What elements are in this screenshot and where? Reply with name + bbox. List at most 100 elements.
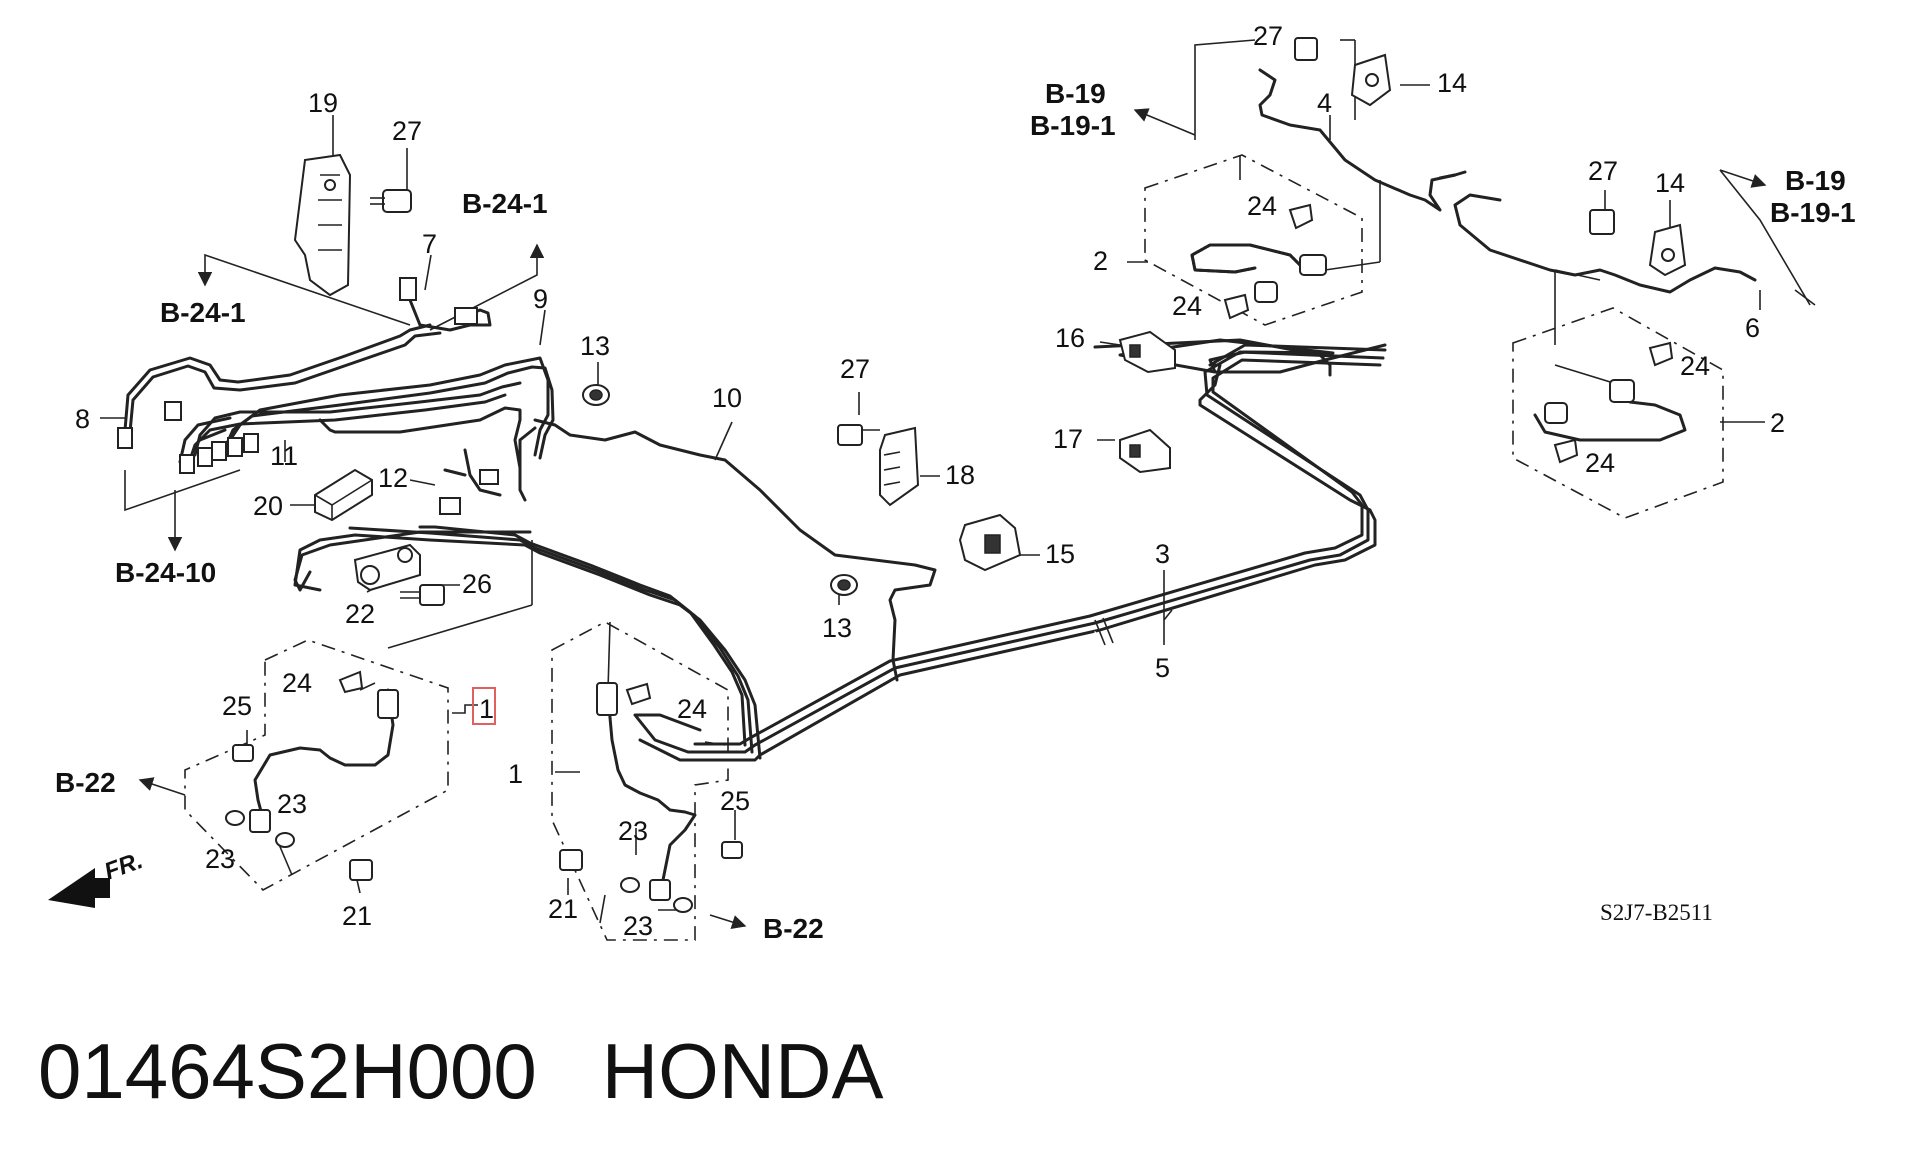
leader-lines xyxy=(100,39,1765,924)
brake-line-4-end xyxy=(1438,170,1467,180)
callout-22: 22 xyxy=(345,599,375,629)
callout-labels: 19 27 7 9 13 8 11 12 20 10 26 22 13 27 1… xyxy=(75,21,1785,941)
callout-18: 18 xyxy=(945,460,975,490)
callout-1: 1 xyxy=(479,694,494,724)
callout-24: 24 xyxy=(1585,448,1615,478)
ref-b22-right: B-22 xyxy=(763,913,824,944)
callout-23: 23 xyxy=(205,844,235,874)
callout-9: 9 xyxy=(533,284,548,314)
part-bracket-19 xyxy=(293,153,352,297)
clip-16 xyxy=(1118,330,1176,374)
brake-line-12 xyxy=(293,530,532,592)
callout-27: 27 xyxy=(1588,156,1618,186)
callout-23: 23 xyxy=(618,816,648,846)
callout-25: 25 xyxy=(222,691,252,721)
callout-5: 5 xyxy=(1155,653,1170,683)
brake-line-10-joint xyxy=(518,426,537,502)
callout-6: 6 xyxy=(1745,313,1760,343)
callout-11: 11 xyxy=(270,441,298,471)
reference-lines xyxy=(124,39,1816,929)
callout-24: 24 xyxy=(1247,191,1277,221)
clamp-14-right xyxy=(1648,223,1687,277)
page-title: 01464S2H000 HONDA xyxy=(38,1027,883,1115)
clip-17 xyxy=(1119,428,1171,474)
pad-20 xyxy=(314,468,373,522)
callout-7: 7 xyxy=(422,229,437,259)
callout-27: 27 xyxy=(840,354,870,384)
washers-23 xyxy=(225,810,693,913)
brake-line-4 xyxy=(1258,68,1457,212)
callout-21: 21 xyxy=(342,901,372,931)
callout-19: 19 xyxy=(308,88,338,118)
bolt-27-upper-left xyxy=(370,189,412,213)
bolt-27-right xyxy=(1589,209,1615,235)
valve-22 xyxy=(353,543,421,592)
callout-8: 8 xyxy=(75,404,90,434)
flex-hose-1-right xyxy=(606,693,697,897)
callout-15: 15 xyxy=(1045,539,1075,569)
callout-3: 3 xyxy=(1155,539,1170,569)
ref-b22-left: B-22 xyxy=(55,767,116,798)
bolt-27-middle xyxy=(837,424,880,446)
ref-b19-1-right: B-19-1 xyxy=(1770,197,1856,228)
bracket-18 xyxy=(879,426,920,507)
callout-24: 24 xyxy=(1680,351,1710,381)
front-direction-arrow-icon xyxy=(48,868,110,908)
clamp-14-upper xyxy=(1350,53,1392,107)
reference-labels: B-24-1 B-24-1 B-24-10 B-19 B-19-1 B-19 B… xyxy=(55,78,1856,944)
callout-27: 27 xyxy=(392,116,422,146)
callout-25: 25 xyxy=(720,786,750,816)
bolts-21-25 xyxy=(232,744,743,881)
callout-16: 16 xyxy=(1055,323,1085,353)
group-outline-hose-right-front xyxy=(1144,154,1363,326)
callout-26: 26 xyxy=(462,569,492,599)
callout-23: 23 xyxy=(277,789,307,819)
callout-21: 21 xyxy=(548,894,578,924)
flex-hose-2-upper-solid xyxy=(1190,243,1302,274)
callout-12: 12 xyxy=(378,463,408,493)
callout-13: 13 xyxy=(822,613,852,643)
clip-15 xyxy=(958,513,1022,572)
flex-hose-1-left xyxy=(253,688,395,817)
callout-24: 24 xyxy=(282,668,312,698)
callout-2: 2 xyxy=(1770,408,1785,438)
fitting-12 xyxy=(439,469,499,515)
grommet-13-lower xyxy=(830,574,858,596)
brake-line-bundle-main xyxy=(293,338,1387,762)
callout-1: 1 xyxy=(508,759,523,789)
highlight-box-part-1 xyxy=(472,687,496,725)
callout-20: 20 xyxy=(253,491,283,521)
callout-14: 14 xyxy=(1655,168,1685,198)
brake-line-bundle-left xyxy=(123,281,555,497)
bolt-26 xyxy=(400,584,445,606)
bolt-27-upper-right xyxy=(1294,37,1318,61)
callout-23: 23 xyxy=(623,911,653,941)
hose-end-fittings xyxy=(249,254,1635,901)
front-direction-label: FR. xyxy=(101,847,147,886)
flex-hose-2-upper xyxy=(1190,243,1302,274)
callout-10: 10 xyxy=(712,383,742,413)
group-outline-hose-right-rear xyxy=(1512,307,1724,519)
ref-b19-right: B-19 xyxy=(1785,165,1846,196)
clips-24 xyxy=(338,203,1674,706)
callout-4: 4 xyxy=(1317,88,1332,118)
callout-24: 24 xyxy=(677,694,707,724)
ref-b19-1-left: B-19-1 xyxy=(1030,110,1116,141)
fittings-8-11 xyxy=(117,401,259,474)
grommet-13-upper xyxy=(582,384,610,406)
callout-13: 13 xyxy=(580,331,610,361)
brake-line-10 xyxy=(533,418,937,682)
callout-24: 24 xyxy=(1172,291,1202,321)
callout-2: 2 xyxy=(1093,246,1108,276)
ref-b24-1-right: B-24-1 xyxy=(462,188,548,219)
callout-14: 14 xyxy=(1437,68,1467,98)
diagram-code: S2J7-B2511 xyxy=(1600,900,1713,925)
brake-line-6 xyxy=(1453,193,1757,294)
ref-b24-1-left: B-24-1 xyxy=(160,297,246,328)
callout-27: 27 xyxy=(1253,21,1283,51)
callout-17: 17 xyxy=(1053,424,1083,454)
flex-hose-2-lower xyxy=(1533,400,1687,442)
fitting-7 xyxy=(399,277,478,325)
group-outline-hose-right-front-lower xyxy=(551,621,729,941)
